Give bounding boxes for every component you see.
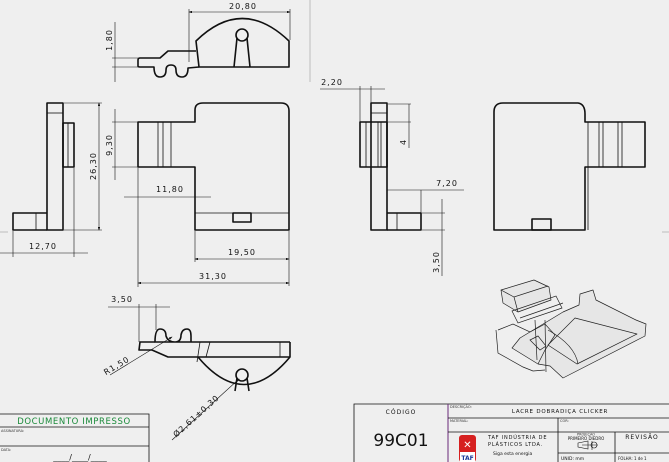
projection-label: PROJEÇÃO [577, 432, 595, 437]
dim-flange-height: 1,80 [105, 29, 114, 51]
dim-tab-length: 11,80 [156, 185, 184, 194]
dim-foot-length: 7,20 [436, 179, 458, 188]
description-label: DESCRIÇÃO: [450, 404, 472, 409]
dim-tab-height: 9,30 [105, 134, 114, 156]
dim-hole-diameter: Ø2,61±0,30 [171, 392, 221, 439]
svg-text:✕: ✕ [463, 440, 471, 451]
stamp-title: DOCUMENTO IMPRESSO [17, 417, 131, 427]
dim-rib-width: 2,20 [321, 78, 343, 87]
back-view [493, 102, 646, 231]
dim-radius: R1,50 [102, 355, 131, 377]
dim-rib-offset: 4 [399, 139, 408, 145]
code-label: CÓDIGO [386, 409, 417, 416]
title-block: CÓDIGO 99C01 DESCRIÇÃO: LACRE DOBRADIÇA … [353, 403, 669, 462]
first-angle-projection-icon [577, 440, 598, 450]
date-field[interactable]: ____/____/____ [52, 453, 107, 462]
dim-side-depth: 12,70 [29, 242, 57, 251]
color-label: COR: [560, 419, 569, 423]
part-description: LACRE DOBRADIÇA CLICKER [512, 409, 608, 415]
date-label: DATA: [1, 448, 11, 452]
top-view: 20,80 1,80 [105, 2, 291, 82]
unit: UNID: mm [561, 456, 584, 462]
revision-label: REVISÃO [625, 434, 658, 441]
taf-logo: ✕ TAF [459, 435, 476, 462]
part-code: 99C01 [373, 431, 428, 451]
material-label: MATERIAL: [450, 419, 468, 423]
logo-text: TAF [461, 455, 473, 462]
sheet-number: FOLHA: 1 de 1 [618, 456, 647, 461]
dim-body-width: 19,50 [228, 248, 256, 257]
isometric-view [495, 279, 647, 379]
right-side-view: 2,20 4 7,20 3,50 [320, 78, 464, 276]
print-stamp: DOCUMENTO IMPRESSO ASSINATURA: DATA: ___… [0, 413, 150, 462]
dim-total-width: 31,30 [199, 272, 227, 281]
signature-label: ASSINATURA: [1, 429, 24, 433]
dim-foot-height: 3,50 [432, 251, 441, 273]
front-view: 9,30 11,80 19,50 31,30 [105, 102, 290, 287]
dim-bottom-flange: 3,50 [111, 295, 133, 304]
left-side-view: 26,30 12,70 [0, 102, 102, 257]
company-name-1: TAF INDÚSTRIA DE [487, 434, 547, 441]
projection: PRIMEIRO DIEDRO [568, 436, 605, 441]
company-name-2: PLÁSTICOS LTDA. [488, 441, 543, 448]
dim-top-width: 20,80 [229, 2, 257, 11]
company-slogan: Siga esta energia [493, 451, 532, 457]
dim-side-height: 26,30 [89, 152, 98, 180]
